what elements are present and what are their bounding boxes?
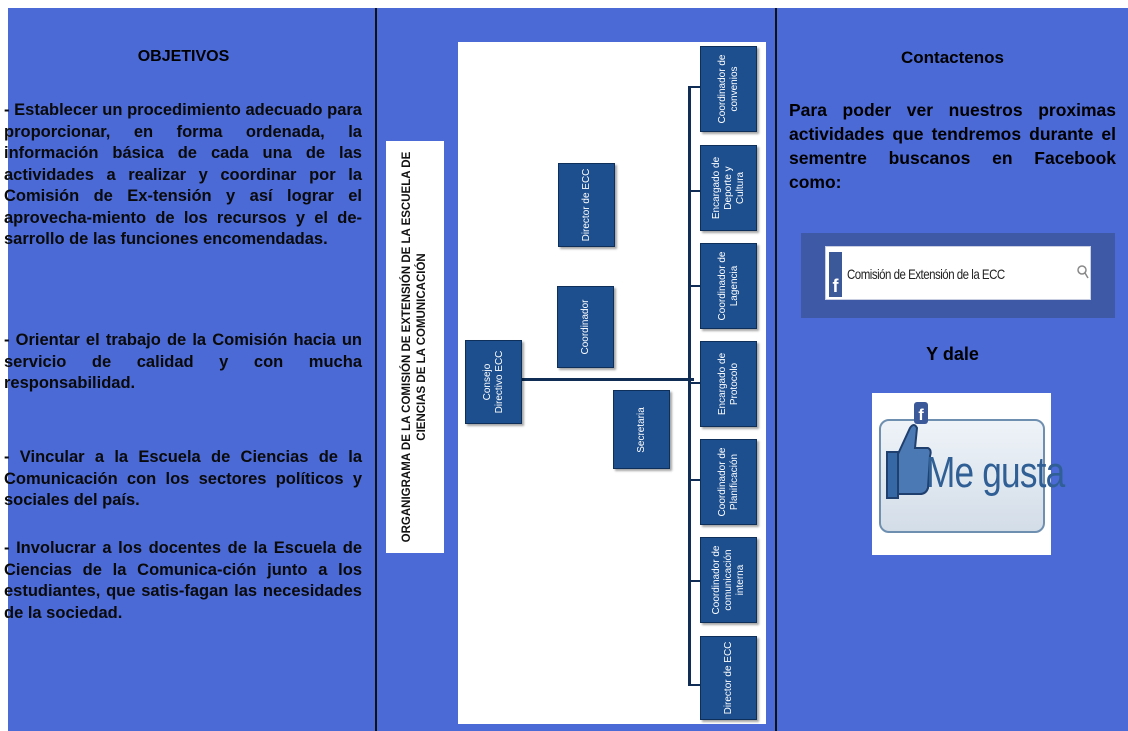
org-box-right-7: Director de ECC [700,636,757,720]
panel-divider [375,8,377,731]
org-box-right-2: Encargado de Deporte y Cultura [700,145,757,231]
org-box-right-5: Coordinador de Planificación [700,439,757,525]
org-box-label: Coordinador de comunicación interna [710,545,746,615]
facebook-search-field[interactable] [825,246,1091,300]
org-box-right-1: Coordinador de convenios [700,46,757,132]
org-box-director-top: Director de ECC [558,163,615,247]
org-box-consejo: Consejo Directivo ECC [465,340,522,424]
connector-tick [688,190,700,192]
org-box-label: Secretaria [635,406,647,453]
contact-title: Contactenos [901,48,1004,67]
objective-paragraph-4: - Involucrar a los docentes de la Escuel… [4,539,362,622]
call-to-action: Y dale [926,344,979,364]
objectives-title: OBJETIVOS [137,48,230,65]
org-box-coordinador: Coordinador [557,286,614,368]
connector-tick [688,479,700,481]
facebook-icon: f [829,252,842,297]
org-box-right-6: Coordinador de comunicación interna [700,537,757,623]
org-box-label: Coordinador de Lagencia [716,251,740,321]
contact-text: Para poder ver nuestros proximas activid… [789,100,1116,192]
connector-horizontal [522,378,694,381]
contact-panel [777,8,1128,731]
org-box-label: Encargado de Protocolo [716,352,740,416]
org-box-right-4: Encargado de Protocolo [700,341,757,427]
connector-tick [688,684,700,686]
objective-paragraph-3: - Vincular a la Escuela de Ciencias de l… [4,448,362,509]
org-box-secretaria: Secretaria [613,390,670,469]
org-box-label: Consejo Directivo ECC [481,350,505,414]
connector-tick [688,86,700,88]
org-box-label: Director de ECC [722,641,734,715]
connector-tick [688,285,700,287]
org-chart-title-strip: ORGANIGRAMA DE LA COMISIÓN DE EXTENSIÓN … [386,141,444,553]
search-icon [1077,265,1089,279]
thumbs-up-icon: f [886,402,932,499]
connector-tick [688,382,700,384]
like-label: Me gusta [926,448,1065,497]
org-box-label: Coordinador de convenios [716,54,740,124]
panel-divider [775,8,777,731]
org-box-label: Coordinador [579,299,591,355]
connector-vertical [688,86,691,686]
svg-text:f: f [918,407,924,424]
connector-tick [688,580,700,582]
objective-paragraph-1: - Establecer un procedimiento adecuado p… [4,101,362,248]
org-box-label: Coordinador de Planificación [716,447,740,517]
objectives-panel [8,8,375,731]
org-box-label: Director de ECC [580,168,592,242]
org-box-right-3: Coordinador de Lagencia [700,243,757,329]
org-chart-title: ORGANIGRAMA DE LA COMISIÓN DE EXTENSIÓN … [401,151,428,543]
objective-paragraph-2: - Orientar el trabajo de la Comisión hac… [4,331,362,392]
org-box-label: Encargado de Deporte y Cultura [710,156,746,220]
facebook-search-text: Comisión de Extensión de la ECC [847,266,1005,282]
